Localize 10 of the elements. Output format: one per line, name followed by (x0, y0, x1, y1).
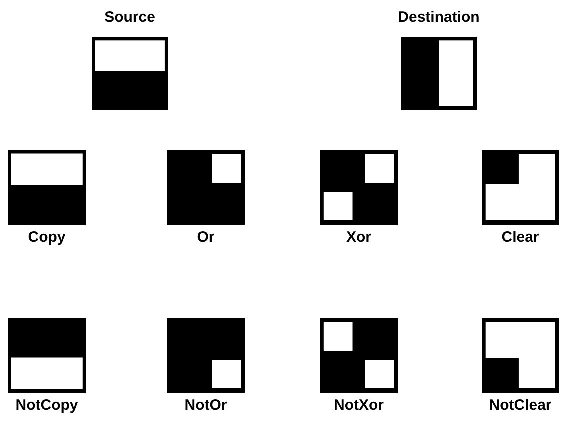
operation-label: Xor (346, 229, 372, 246)
operation-label: NotOr (184, 397, 228, 414)
operation-label: Destination (398, 9, 480, 26)
operation-label: NotXor (334, 397, 384, 414)
operation-label: Copy (28, 229, 66, 246)
operation-label: Clear (502, 229, 540, 246)
operation-label: NotCopy (16, 397, 78, 414)
operation-label: NotClear (489, 397, 552, 414)
operation-label: Or (197, 229, 215, 246)
operation-label: Source (104, 9, 156, 26)
